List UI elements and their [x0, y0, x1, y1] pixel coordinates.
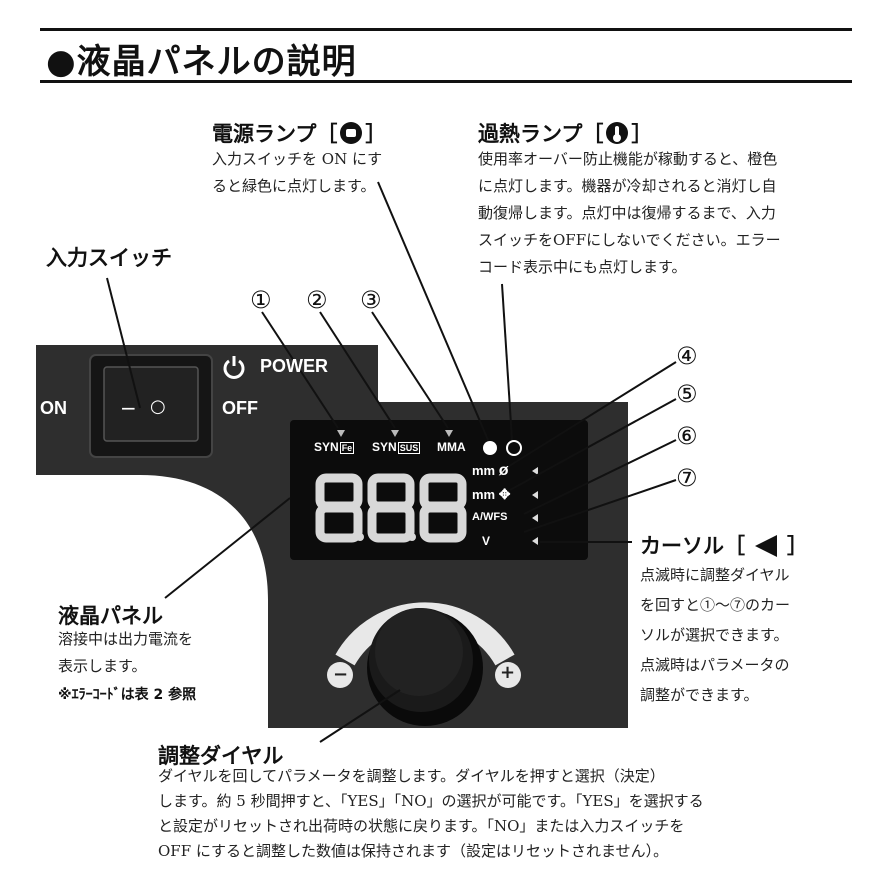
- number-6: ⑥: [676, 422, 698, 450]
- lcd-panel-line-1: 溶接中は出力電流を: [58, 630, 194, 648]
- thermometer-icon: [606, 122, 629, 144]
- switch-on-mark: −: [120, 396, 137, 420]
- power-lamp-heading-close: ］: [365, 122, 387, 146]
- overheat-lamp-heading: 過熱ランプ［ ］: [478, 118, 652, 148]
- mode-mma: MMA: [437, 440, 466, 454]
- dial-text: ダイヤルを回してパラメータを調整します。ダイヤルを押すと選択（決定） します。約…: [158, 764, 704, 864]
- digit-1: [315, 473, 363, 543]
- overheat-line-3: 動復帰します。点灯中は復帰するまで、入力: [478, 204, 776, 222]
- cursor-arrow-4: [532, 467, 538, 475]
- power-lamp-heading-text: 電源ランプ［: [212, 122, 338, 146]
- number-7: ⑦: [676, 464, 698, 492]
- number-4: ④: [676, 342, 698, 370]
- mode-triangle-3: [445, 430, 453, 437]
- cursor-arrow-7: [532, 537, 538, 545]
- mode-syn-fe-fe: Fe: [339, 442, 355, 454]
- bottom-rule: [40, 80, 852, 83]
- mode-syn-sus-sus: SUS: [397, 442, 421, 454]
- power-symbol-icon: [223, 356, 245, 379]
- lcd-overheat-lamp-icon: [506, 440, 522, 456]
- overheat-lamp-heading-close: ］: [631, 122, 653, 146]
- unit-mm-1: mm ø: [472, 462, 509, 480]
- dial-line-2: します。約 5 秒間押すと、「YES」「NO」の選択が可能です。「YES」を選択…: [158, 792, 704, 810]
- lcd-panel-heading: 液晶パネル: [58, 604, 163, 628]
- cursor-line-1: 点滅時に調整ダイヤル: [640, 566, 790, 584]
- overheat-line-5: コード表示中にも点灯します。: [478, 258, 687, 276]
- power-lamp-line-2: ると緑色に点灯します。: [212, 177, 376, 195]
- digit-2: [367, 473, 415, 543]
- mode-triangle-1: [337, 430, 345, 437]
- cursor-arrow-6: [532, 514, 538, 522]
- overheat-line-4: スイッチをOFFにしないでください。エラー: [478, 231, 781, 249]
- mode-triangles: [337, 430, 453, 437]
- lcd-panel-text: 溶接中は出力電流を 表示します。: [58, 626, 193, 680]
- cursor-heading: カーソル［ ］: [640, 530, 808, 560]
- diameter-icon: ø: [498, 462, 509, 479]
- decimal-point-2: [408, 533, 416, 541]
- number-5: ⑤: [676, 380, 698, 408]
- dial-line-3: と設定がリセットされ出荷時の状態に戻ります。「NO」または入力スイッチを: [158, 817, 685, 835]
- dial-minus-circle: [327, 662, 353, 688]
- cursor-arrow-icon: [755, 535, 777, 557]
- mode-triangle-2: [391, 430, 399, 437]
- cursor-arrow-5: [532, 491, 538, 499]
- cursor-heading-text: カーソル［: [640, 534, 745, 558]
- wire-length-icon: ✥: [498, 486, 511, 502]
- cursor-line-3: ソルが選択できます。: [640, 626, 789, 644]
- leader-lines: [106, 181, 677, 743]
- dial-plus-circle: [495, 662, 521, 688]
- unit-v: V: [482, 534, 491, 548]
- lcd-digits: [315, 473, 467, 543]
- overheat-line-2: に点灯します。機器が冷却されると消灯し自: [478, 177, 777, 195]
- unit-mm-1-text: mm: [472, 463, 496, 478]
- cursor-arrows: [532, 467, 538, 545]
- off-label: OFF: [222, 398, 258, 418]
- mode-syn-fe-syn: SYN: [314, 440, 339, 454]
- overheat-line-1: 使用率オーバー防止機能が稼動すると、橙色: [478, 150, 778, 168]
- page-title: ●液晶パネルの説明: [46, 42, 357, 82]
- dial-minus-label: −: [333, 664, 349, 685]
- cursor-text: 点滅時に調整ダイヤル を回すと①～⑦のカー ソルが選択できます。 点滅時はパラメ…: [640, 560, 790, 710]
- lcd-panel-note: ※ｴﾗｰｺｰﾄﾞは表 2 参照: [58, 687, 197, 703]
- dial-line-1: ダイヤルを回してパラメータを調整します。ダイヤルを押すと選択（決定）: [158, 767, 665, 785]
- lcd-panel-line-2: 表示します。: [58, 657, 147, 675]
- switch-rocker: [103, 366, 199, 442]
- switch-off-mark: ○: [150, 396, 166, 417]
- top-rule: [40, 28, 852, 31]
- on-label: ON: [40, 398, 67, 418]
- dial-line-4: OFF にすると調整した数値は保持されます（設定はリセットされません）。: [158, 842, 669, 860]
- cursor-line-4: 点滅時はパラメータの: [640, 656, 790, 674]
- power-lamp-text: 入力スイッチを ON にす ると緑色に点灯します。: [212, 146, 382, 200]
- cursor-line-2: を回すと①～⑦のカー: [640, 596, 791, 614]
- cursor-line-5: 調整ができます。: [640, 686, 759, 704]
- mode-syn-sus-syn: SYN: [372, 440, 397, 454]
- power-lamp-icon: [340, 122, 363, 144]
- overheat-lamp-text: 使用率オーバー防止機能が稼動すると、橙色 に点灯します。機器が冷却されると消灯し…: [478, 146, 858, 281]
- input-switch-heading: 入力スイッチ: [46, 246, 172, 270]
- unit-a-wfs: A/WFS: [472, 511, 508, 523]
- lcd-power-lamp-icon: [483, 441, 497, 455]
- power-lamp-line-1: 入力スイッチを ON にす: [212, 150, 383, 168]
- number-3: ③: [360, 286, 382, 314]
- dial-knob-top: [375, 608, 463, 696]
- cursor-heading-close: ］: [787, 534, 808, 558]
- dial-plus-label: +: [500, 662, 516, 683]
- power-lamp-heading: 電源ランプ［ ］: [212, 118, 386, 148]
- dial-heading: 調整ダイヤル: [158, 744, 284, 768]
- number-1: ①: [250, 286, 272, 314]
- overheat-lamp-heading-text: 過熱ランプ［: [478, 122, 604, 146]
- digit-3: [419, 473, 467, 543]
- decimal-point-1: [356, 533, 364, 541]
- unit-mm-2: mm ✥: [472, 486, 510, 503]
- unit-mm-2-text: mm: [472, 487, 496, 502]
- number-2: ②: [306, 286, 328, 314]
- power-label: POWER: [260, 356, 329, 376]
